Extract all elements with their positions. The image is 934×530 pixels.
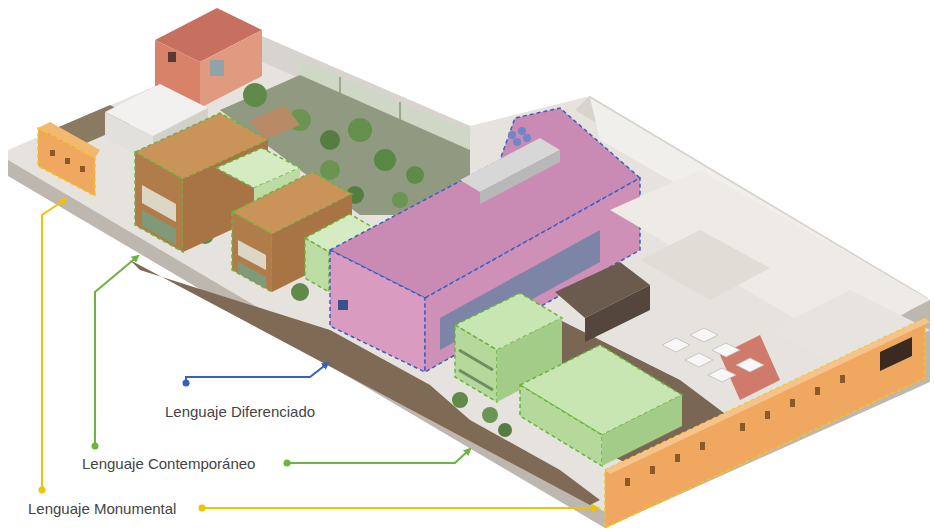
- leader-lines: [42, 199, 66, 490]
- differentiated-building: [330, 250, 425, 372]
- garden-trees: [243, 83, 267, 107]
- monumental-facade-right: [880, 337, 912, 371]
- contemporary-box: [238, 262, 266, 288]
- callout-label: Lenguaje Diferenciado: [165, 403, 315, 421]
- right-roofs: [585, 285, 650, 342]
- red-tower: [168, 52, 176, 62]
- monumental-wall-left: [80, 166, 85, 172]
- callout-label: Lenguaje Monumental: [28, 500, 176, 518]
- contemporary-box: [455, 325, 497, 402]
- differentiated-building: [508, 131, 516, 139]
- patio-umbrellas: [736, 358, 764, 372]
- monumental-facade-right: [815, 387, 820, 395]
- monumental-wall-left: [65, 158, 70, 164]
- garden-trees: [452, 392, 468, 408]
- monumental-wall-left: [50, 150, 55, 156]
- monumental-facade-right: [605, 318, 930, 528]
- garden-trees: [348, 118, 372, 142]
- leader-lines: [287, 449, 470, 463]
- patio-umbrellas: [662, 338, 690, 352]
- garden-trees: [392, 192, 408, 208]
- garden-trees: [320, 160, 340, 180]
- differentiated-building: [513, 138, 521, 146]
- monumental-facade-right: [790, 399, 795, 407]
- differentiated-building: [480, 150, 560, 204]
- patio-umbrellas: [662, 328, 764, 382]
- contemporary-box: [459, 370, 493, 390]
- monumental-facade-right: [675, 454, 680, 462]
- patio-umbrellas: [708, 368, 736, 382]
- monumental-facade-right: [605, 318, 930, 474]
- monumental-facade-right: [625, 478, 630, 486]
- right-roofs: [640, 230, 770, 300]
- garden-trees: [482, 407, 498, 423]
- contemporary-box: [232, 212, 272, 292]
- garden-trees: [291, 283, 309, 301]
- garden-trees: [374, 149, 396, 171]
- patio-umbrellas: [685, 353, 713, 367]
- site-slab: [8, 38, 930, 528]
- monumental-facade-right: [700, 442, 705, 450]
- garden-trees: [498, 423, 512, 437]
- patio-umbrellas: [712, 343, 740, 357]
- contemporary-box: [520, 385, 602, 466]
- site-slab: [8, 40, 930, 528]
- differentiated-building: [338, 300, 348, 310]
- monumental-facade-right: [650, 466, 655, 474]
- contemporary-box: [135, 152, 183, 252]
- garden-trees: [320, 130, 340, 150]
- red-tower: [200, 30, 262, 108]
- monumental-facade-right: [740, 423, 745, 431]
- contemporary-box: [305, 238, 329, 292]
- callout-label: Lenguaje Contemporáneo: [82, 455, 255, 473]
- monumental-facade-right: [605, 318, 925, 528]
- leader-lines: [186, 363, 328, 383]
- red-tower: [210, 60, 224, 76]
- monumental-facade-right: [840, 375, 845, 383]
- differentiated-building: [523, 134, 531, 142]
- patio-umbrellas: [690, 328, 718, 342]
- monumental-wall-left: [38, 122, 100, 196]
- garden-trees: [406, 166, 424, 184]
- contemporary-box: [459, 350, 493, 370]
- leader-lines: [39, 199, 599, 512]
- monumental-wall-left: [38, 128, 95, 196]
- leader-lines: [95, 256, 138, 446]
- leader-lines: [202, 507, 598, 509]
- contemporary-box: [142, 210, 176, 245]
- differentiated-building: [518, 127, 526, 135]
- monumental-facade-right: [765, 411, 770, 419]
